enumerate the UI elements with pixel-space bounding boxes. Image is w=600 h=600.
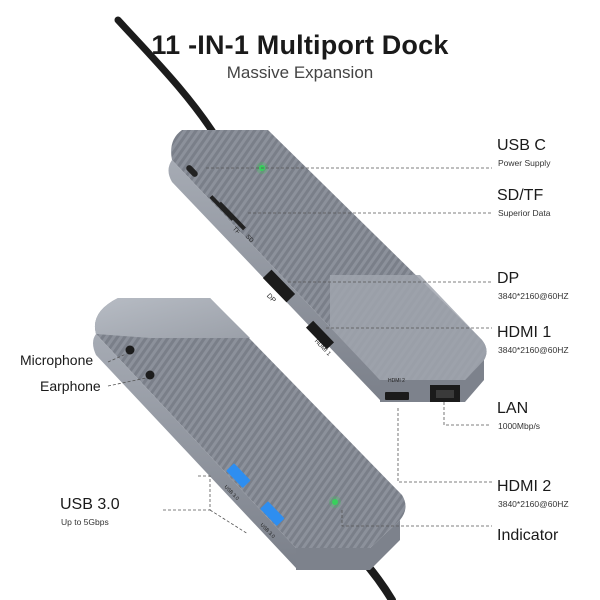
page-title: 11 -IN-1 Multiport Dock xyxy=(151,30,449,60)
dp-port xyxy=(262,269,296,303)
hdmi1-port xyxy=(305,320,335,350)
label-microphone: Microphone xyxy=(20,352,94,368)
hdmi2-port xyxy=(385,392,409,400)
sd-slot xyxy=(218,201,246,231)
leader-microphone xyxy=(107,353,127,363)
lower-dock xyxy=(93,298,406,570)
leader-lan xyxy=(443,402,490,426)
page-subtitle: Massive Expansion xyxy=(226,63,374,82)
label-usb-c-detail: Power Supply xyxy=(498,158,551,168)
microphone-jack xyxy=(125,345,135,355)
usb-c-port xyxy=(186,165,198,177)
leader-hdmi2 xyxy=(397,408,492,483)
usb-a-port-2 xyxy=(260,501,285,526)
upper-dock xyxy=(168,130,487,402)
label-usb30: USB 3.0 xyxy=(60,496,120,513)
label-hdmi1-detail: 3840*2160@60HZ xyxy=(498,345,569,355)
leader-indicator xyxy=(341,510,492,527)
marking-hdmi2: HDMI 2 xyxy=(388,378,405,384)
label-lan-detail: 1000Mbp/s xyxy=(498,421,541,431)
label-indicator: Indicator xyxy=(497,527,559,544)
label-dp-detail: 3840*2160@60HZ xyxy=(498,291,569,301)
earphone-jack xyxy=(145,370,155,380)
label-usb-c: USB C xyxy=(497,137,546,154)
label-sdtf-detail: Superior Data xyxy=(498,208,551,218)
label-hdmi1: HDMI 1 xyxy=(497,324,552,341)
leader-earphone xyxy=(107,377,147,387)
label-hdmi2-detail: 3840*2160@60HZ xyxy=(498,499,569,509)
usb-a-port-1 xyxy=(226,463,251,488)
label-hdmi2: HDMI 2 xyxy=(497,478,552,495)
label-earphone: Earphone xyxy=(40,378,101,394)
label-dp: DP xyxy=(497,270,520,287)
leader-usb30 xyxy=(162,475,211,511)
label-lan: LAN xyxy=(497,400,529,417)
cable-top xyxy=(114,16,222,144)
lower-indicator-icon xyxy=(332,499,338,505)
label-sdtf: SD/TF xyxy=(497,187,544,204)
label-usb30-detail: Up to 5Gbps xyxy=(61,517,109,527)
